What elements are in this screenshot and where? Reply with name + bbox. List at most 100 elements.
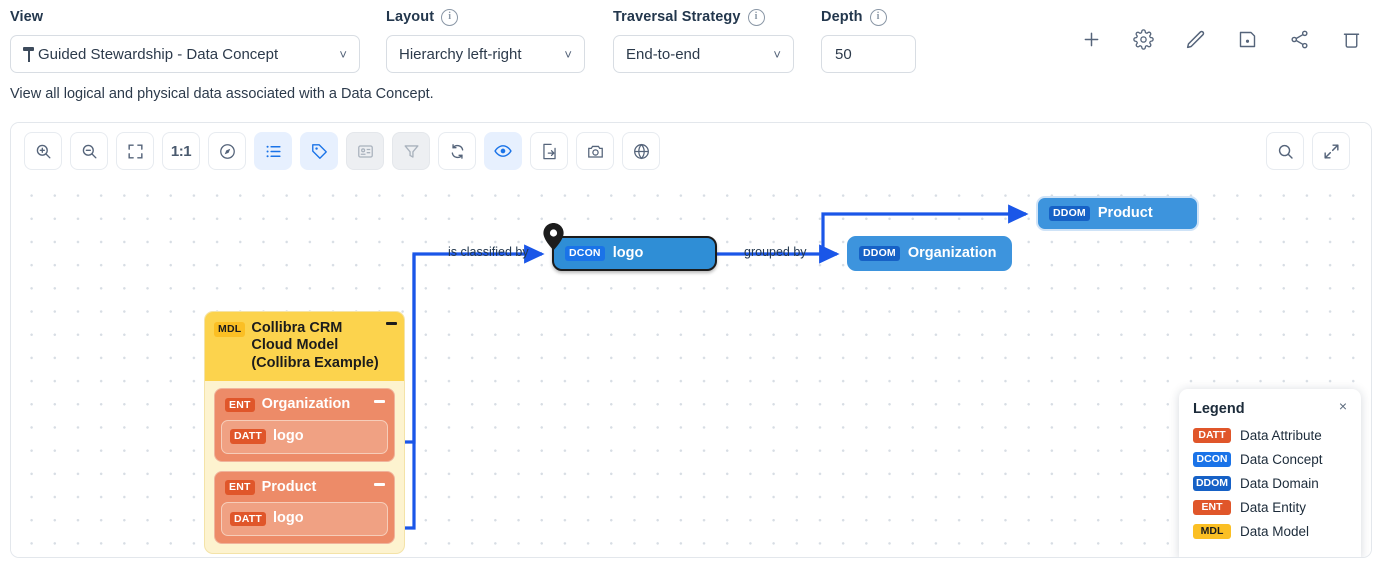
traversal-label-text: Traversal Strategy <box>613 9 741 25</box>
legend-item-badge: ENT <box>1193 500 1231 515</box>
actual-size-label: 1:1 <box>170 142 192 160</box>
node-data-attribute[interactable]: DATT logo <box>221 502 388 536</box>
entity-title: Product <box>261 478 317 495</box>
model-title: Collibra CRM Cloud Model (Collibra Examp… <box>251 320 379 371</box>
pin-marker-icon <box>542 223 565 251</box>
legend-item: DDOM Data Domain <box>1193 474 1347 493</box>
zoom-in-button[interactable] <box>24 132 62 170</box>
node-data-domain-organization[interactable]: DDOM Organization <box>847 236 1012 271</box>
domain-badge: DDOM <box>859 246 900 261</box>
search-button[interactable] <box>1266 132 1304 170</box>
collapse-icon[interactable] <box>374 400 385 404</box>
top-control-bar: View Guided Stewardship - Data Concept ˅… <box>0 0 1390 84</box>
legend-item-badge: DDOM <box>1193 476 1231 491</box>
traversal-select[interactable]: End-to-end ˅ <box>613 35 794 73</box>
page-subtitle: View all logical and physical data assoc… <box>10 86 434 102</box>
entity-badge: ENT <box>225 480 255 495</box>
view-select-value: Guided Stewardship - Data Concept <box>38 45 279 63</box>
globe-button[interactable] <box>622 132 660 170</box>
attribute-title: logo <box>273 510 304 527</box>
legend-item-label: Data Attribute <box>1240 428 1322 443</box>
view-select[interactable]: Guided Stewardship - Data Concept ˅ <box>10 35 360 73</box>
legend-item: DATT Data Attribute <box>1193 426 1347 445</box>
legend-item-label: Data Model <box>1240 524 1310 539</box>
legend-item-badge: MDL <box>1193 524 1231 539</box>
entity-header[interactable]: ENT Product <box>221 478 388 503</box>
edit-button[interactable] <box>1178 22 1212 56</box>
edge-label-grouped-by: grouped by <box>744 245 807 259</box>
visibility-button[interactable] <box>484 132 522 170</box>
depth-label: Depth i <box>821 8 916 26</box>
node-data-entity[interactable]: ENT Organization DATT logo <box>214 388 395 462</box>
export-button[interactable] <box>530 132 568 170</box>
legend-item-badge: DCON <box>1193 452 1231 467</box>
info-icon[interactable]: i <box>869 8 887 26</box>
layout-select-value: Hierarchy left-right <box>399 45 522 63</box>
add-button[interactable] <box>1074 22 1108 56</box>
fullscreen-button[interactable] <box>1312 132 1350 170</box>
node-data-model[interactable]: MDL Collibra CRM Cloud Model (Collibra E… <box>204 311 405 554</box>
entity-header[interactable]: ENT Organization <box>221 395 388 420</box>
layout-label: Layout i <box>386 8 585 26</box>
traversal-select-value: End-to-end <box>626 45 701 63</box>
view-control: View Guided Stewardship - Data Concept ˅ <box>10 8 360 73</box>
filter-button <box>392 132 430 170</box>
diagram-canvas[interactable]: MDL Collibra CRM Cloud Model (Collibra E… <box>11 179 1371 557</box>
model-body: ENT Organization DATT logo ENT Product <box>205 381 404 553</box>
layout-label-text: Layout <box>386 9 435 25</box>
info-icon[interactable]: i <box>441 8 459 26</box>
depth-control: Depth i 50 <box>821 8 916 73</box>
legend-item-badge: DATT <box>1193 428 1231 443</box>
domain-badge: DDOM <box>1049 206 1090 221</box>
refresh-button[interactable] <box>438 132 476 170</box>
layout-select[interactable]: Hierarchy left-right ˅ <box>386 35 585 73</box>
screenshot-button[interactable] <box>576 132 614 170</box>
attribute-badge: DATT <box>230 511 267 527</box>
info-icon[interactable]: i <box>747 8 765 26</box>
close-icon[interactable]: × <box>1338 398 1348 414</box>
legend-item-label: Data Entity <box>1240 500 1307 515</box>
node-data-domain-product[interactable]: DDOM Product <box>1036 196 1199 231</box>
edge-label-classified-by: is classified by <box>448 245 529 259</box>
layout-control: Layout i Hierarchy left-right ˅ <box>386 8 585 73</box>
legend-item-label: Data Domain <box>1240 476 1319 491</box>
legend-item-label: Data Concept <box>1240 452 1323 467</box>
share-button[interactable] <box>1282 22 1316 56</box>
view-label: View <box>10 9 44 25</box>
depth-input[interactable]: 50 <box>821 35 916 73</box>
actual-size-button[interactable]: 1:1 <box>162 132 200 170</box>
chevron-down-icon: ˅ <box>339 46 347 62</box>
depth-label-text: Depth <box>821 9 863 25</box>
delete-button[interactable] <box>1334 22 1368 56</box>
top-action-buttons <box>1074 22 1368 56</box>
chevron-down-icon: ˅ <box>564 46 572 62</box>
zoom-out-button[interactable] <box>70 132 108 170</box>
domain-title: Product <box>1097 204 1153 221</box>
navigator-button[interactable] <box>208 132 246 170</box>
collapse-icon[interactable] <box>374 482 385 486</box>
collapse-icon[interactable] <box>386 322 397 325</box>
concept-badge: DCON <box>565 246 605 261</box>
save-button[interactable] <box>1230 22 1264 56</box>
chevron-down-icon: ˅ <box>773 46 781 62</box>
model-badge: MDL <box>214 322 246 337</box>
attribute-title: logo <box>273 427 304 444</box>
model-header[interactable]: MDL Collibra CRM Cloud Model (Collibra E… <box>205 312 404 382</box>
node-data-attribute[interactable]: DATT logo <box>221 419 388 454</box>
node-data-concept[interactable]: DCON logo <box>552 236 717 271</box>
node-data-entity[interactable]: ENT Product DATT logo <box>214 470 395 544</box>
legend-item: DCON Data Concept <box>1193 450 1347 469</box>
entity-title: Organization <box>261 396 351 413</box>
pin-icon <box>23 46 34 62</box>
diagram-toolbar: 1:1 <box>11 123 1371 179</box>
legend-toggle-button[interactable] <box>254 132 292 170</box>
labels-toggle-button[interactable] <box>300 132 338 170</box>
entity-badge: ENT <box>225 397 255 413</box>
fit-to-screen-button[interactable] <box>116 132 154 170</box>
domain-title: Organization <box>907 244 997 261</box>
settings-button[interactable] <box>1126 22 1160 56</box>
traversal-label: Traversal Strategy i <box>613 8 794 26</box>
attribute-badge: DATT <box>230 429 267 444</box>
